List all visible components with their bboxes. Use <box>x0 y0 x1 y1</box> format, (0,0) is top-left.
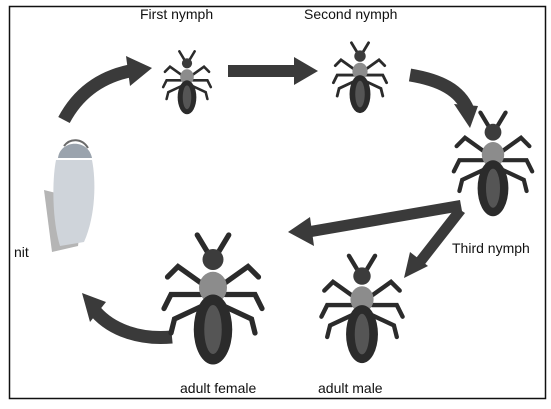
arrow-head-third-to-female <box>288 217 314 246</box>
nit-egg-image <box>44 140 94 252</box>
arrow-head-nit-to-first <box>126 56 152 86</box>
arrow-female-to-nit <box>96 312 172 338</box>
label-adult-female: adult female <box>180 380 256 396</box>
label-adult-male: adult male <box>318 380 383 396</box>
label-third-nymph: Third nymph <box>452 240 530 256</box>
arrow-first-to-second <box>228 65 296 77</box>
arrow-head-first-to-second <box>294 57 318 85</box>
first-nymph-image <box>163 51 211 114</box>
label-second-nymph: Second nymph <box>304 6 397 22</box>
label-nit: nit <box>14 244 29 260</box>
adult-female-image <box>164 235 262 365</box>
adult-male-image <box>321 256 402 363</box>
arrow-nit-to-first <box>64 70 135 120</box>
third-nymph-image <box>454 113 532 217</box>
cycle-arrows <box>64 56 478 338</box>
label-first-nymph: First nymph <box>140 6 213 22</box>
arrow-head-second-to-third <box>454 104 478 128</box>
second-nymph-image <box>333 43 386 113</box>
